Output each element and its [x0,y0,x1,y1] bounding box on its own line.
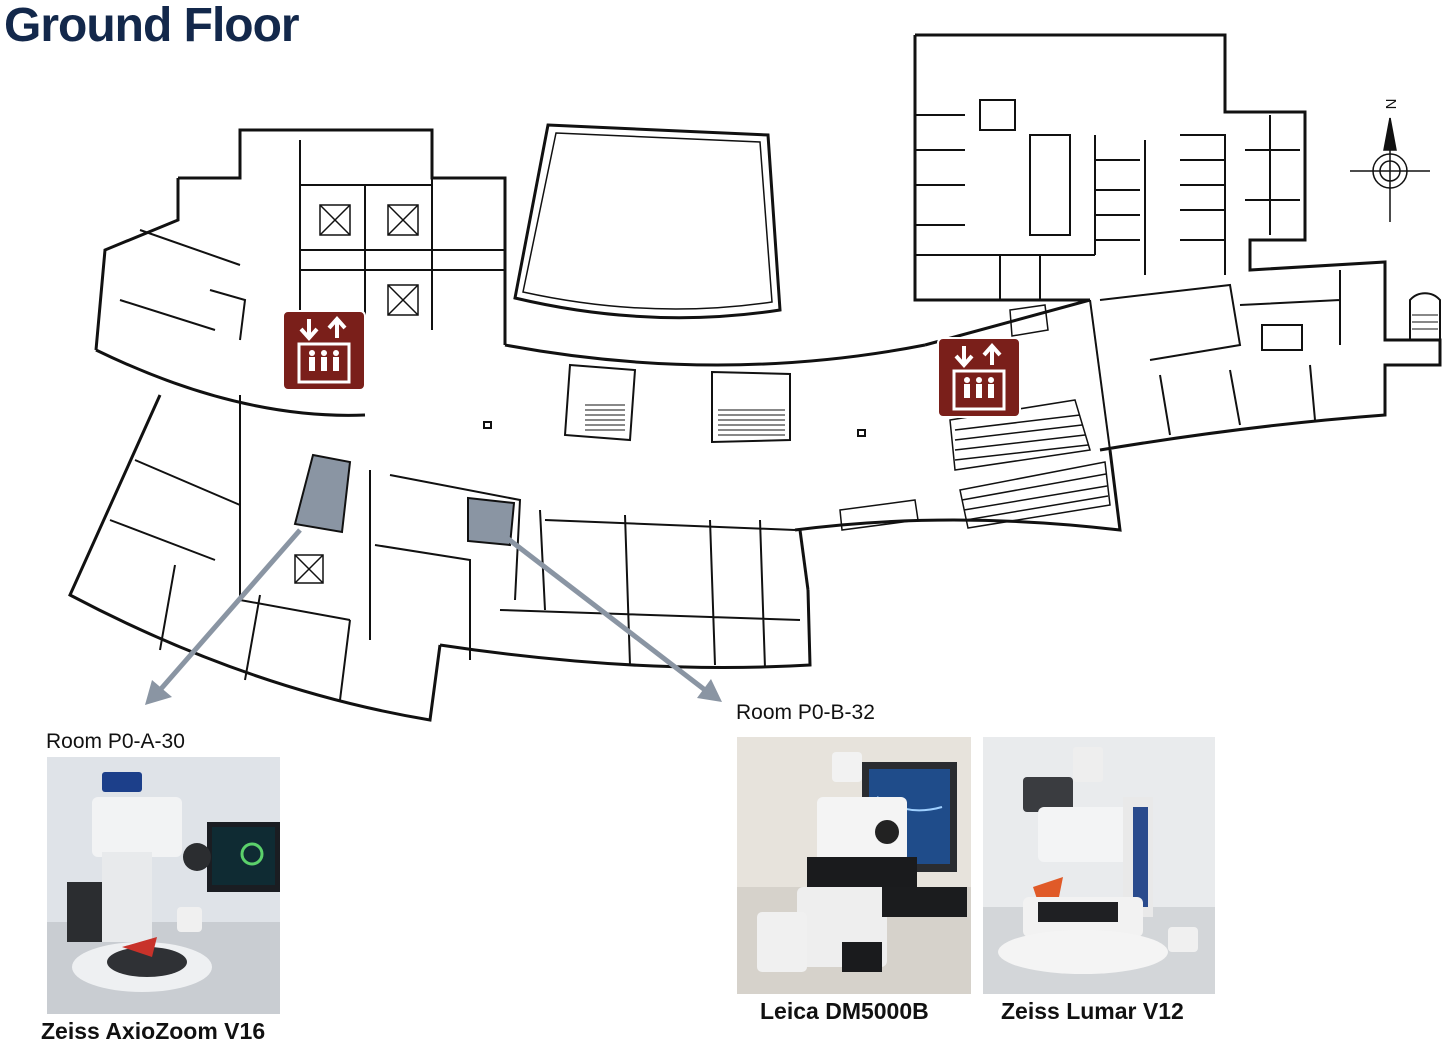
page-title: Ground Floor [4,0,300,52]
east-block [794,33,1442,591]
central-stairs [483,363,866,444]
pointer-arrow-a [145,528,302,705]
elevator-icon [937,337,1021,418]
north-arrow-icon [1350,117,1430,222]
photo-zeiss-axiozoom [47,757,280,1014]
elevator-icon [282,310,366,391]
highlight-room-p0-a-30 [293,453,352,534]
courtyard [513,123,782,320]
pointer-arrow-b [488,523,722,702]
photo-leica-dm5000b [737,737,971,994]
caption-zeiss-axiozoom: Zeiss AxioZoom V16 [41,1018,266,1044]
room-label-p0-b-32: Room P0-B-32 [736,701,875,724]
room-label-p0-a-30: Room P0-A-30 [46,730,185,753]
photo-zeiss-lumar [983,737,1215,994]
north-label: N [1383,99,1400,110]
caption-leica-dm5000b: Leica DM5000B [760,998,929,1024]
caption-zeiss-lumar: Zeiss Lumar V12 [1001,998,1184,1024]
west-wing [68,128,926,722]
